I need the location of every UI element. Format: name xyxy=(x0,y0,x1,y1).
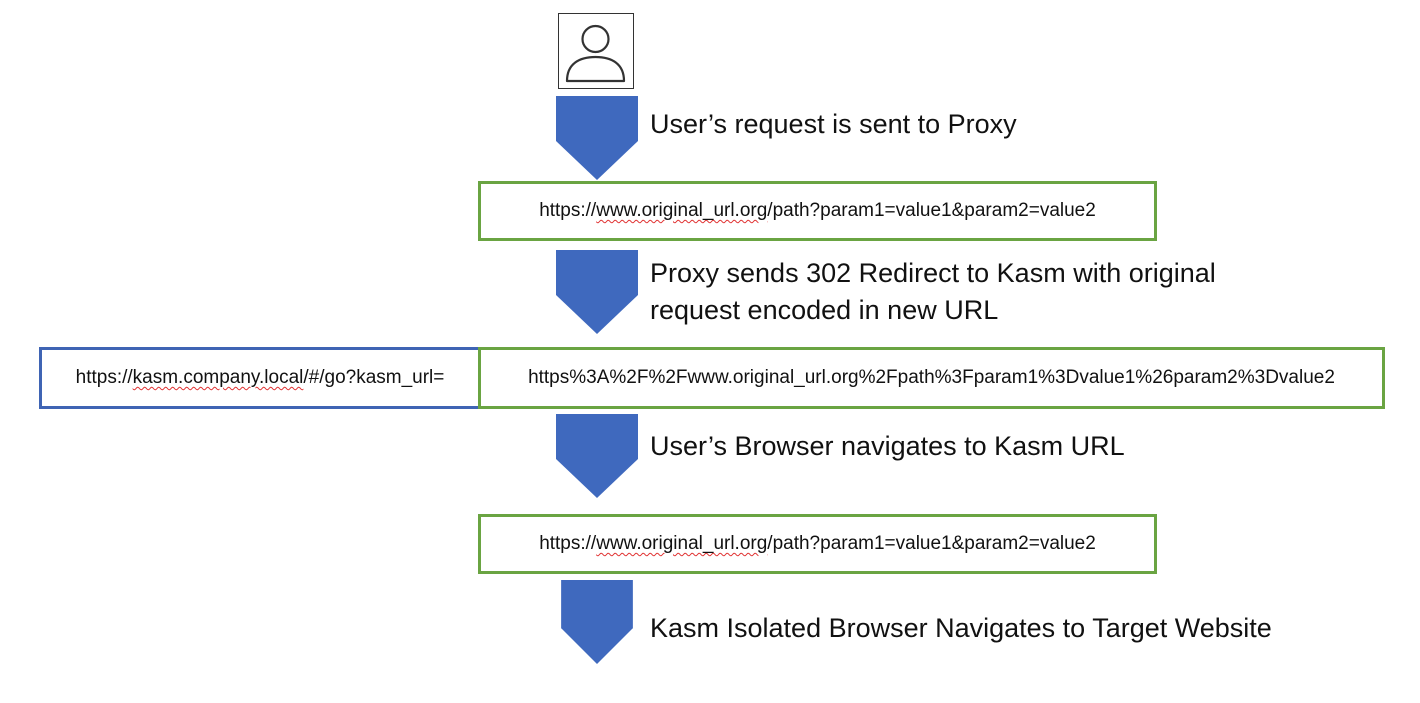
step-arrow-1 xyxy=(556,96,638,180)
encoded-url-box: https%3A%2F%2Fwww.original_url.org%2Fpat… xyxy=(478,347,1385,409)
url-scheme: https:// xyxy=(539,533,597,554)
step-caption-3: User’s Browser navigates to Kasm URL xyxy=(650,431,1125,461)
url-scheme: https:// xyxy=(539,200,597,221)
step-arrow-3 xyxy=(556,414,638,498)
step-caption-1: User’s request is sent to Proxy xyxy=(650,109,1017,139)
step-arrow-4 xyxy=(556,580,638,664)
original-url-box-1: https://www.original_url.org/path?param1… xyxy=(478,181,1157,241)
url-host: www.original_url.org xyxy=(596,200,768,221)
url-path: /path?param1=value1&param2=value2 xyxy=(767,200,1096,221)
url-path: /path?param1=value1&param2=value2 xyxy=(767,533,1096,554)
url-host: www.original_url.org xyxy=(596,533,768,554)
kasm-url-host: kasm.company.local xyxy=(132,367,304,388)
kasm-url-path: /#/go?kasm_url= xyxy=(303,367,445,388)
step-arrow-2 xyxy=(556,250,638,334)
original-url-box-2: https://www.original_url.org/path?param1… xyxy=(478,514,1157,574)
step-caption-4: Kasm Isolated Browser Navigates to Targe… xyxy=(650,613,1272,643)
kasm-url-scheme: https:// xyxy=(75,367,133,388)
kasm-base-url-box: https://kasm.company.local/#/go?kasm_url… xyxy=(39,347,481,409)
user-icon xyxy=(558,13,634,89)
step-caption-2-line2: request encoded in new URL xyxy=(650,295,999,325)
step-caption-2-line1: Proxy sends 302 Redirect to Kasm with or… xyxy=(650,258,1216,288)
encoded-url-text: https%3A%2F%2Fwww.original_url.org%2Fpat… xyxy=(528,367,1335,388)
